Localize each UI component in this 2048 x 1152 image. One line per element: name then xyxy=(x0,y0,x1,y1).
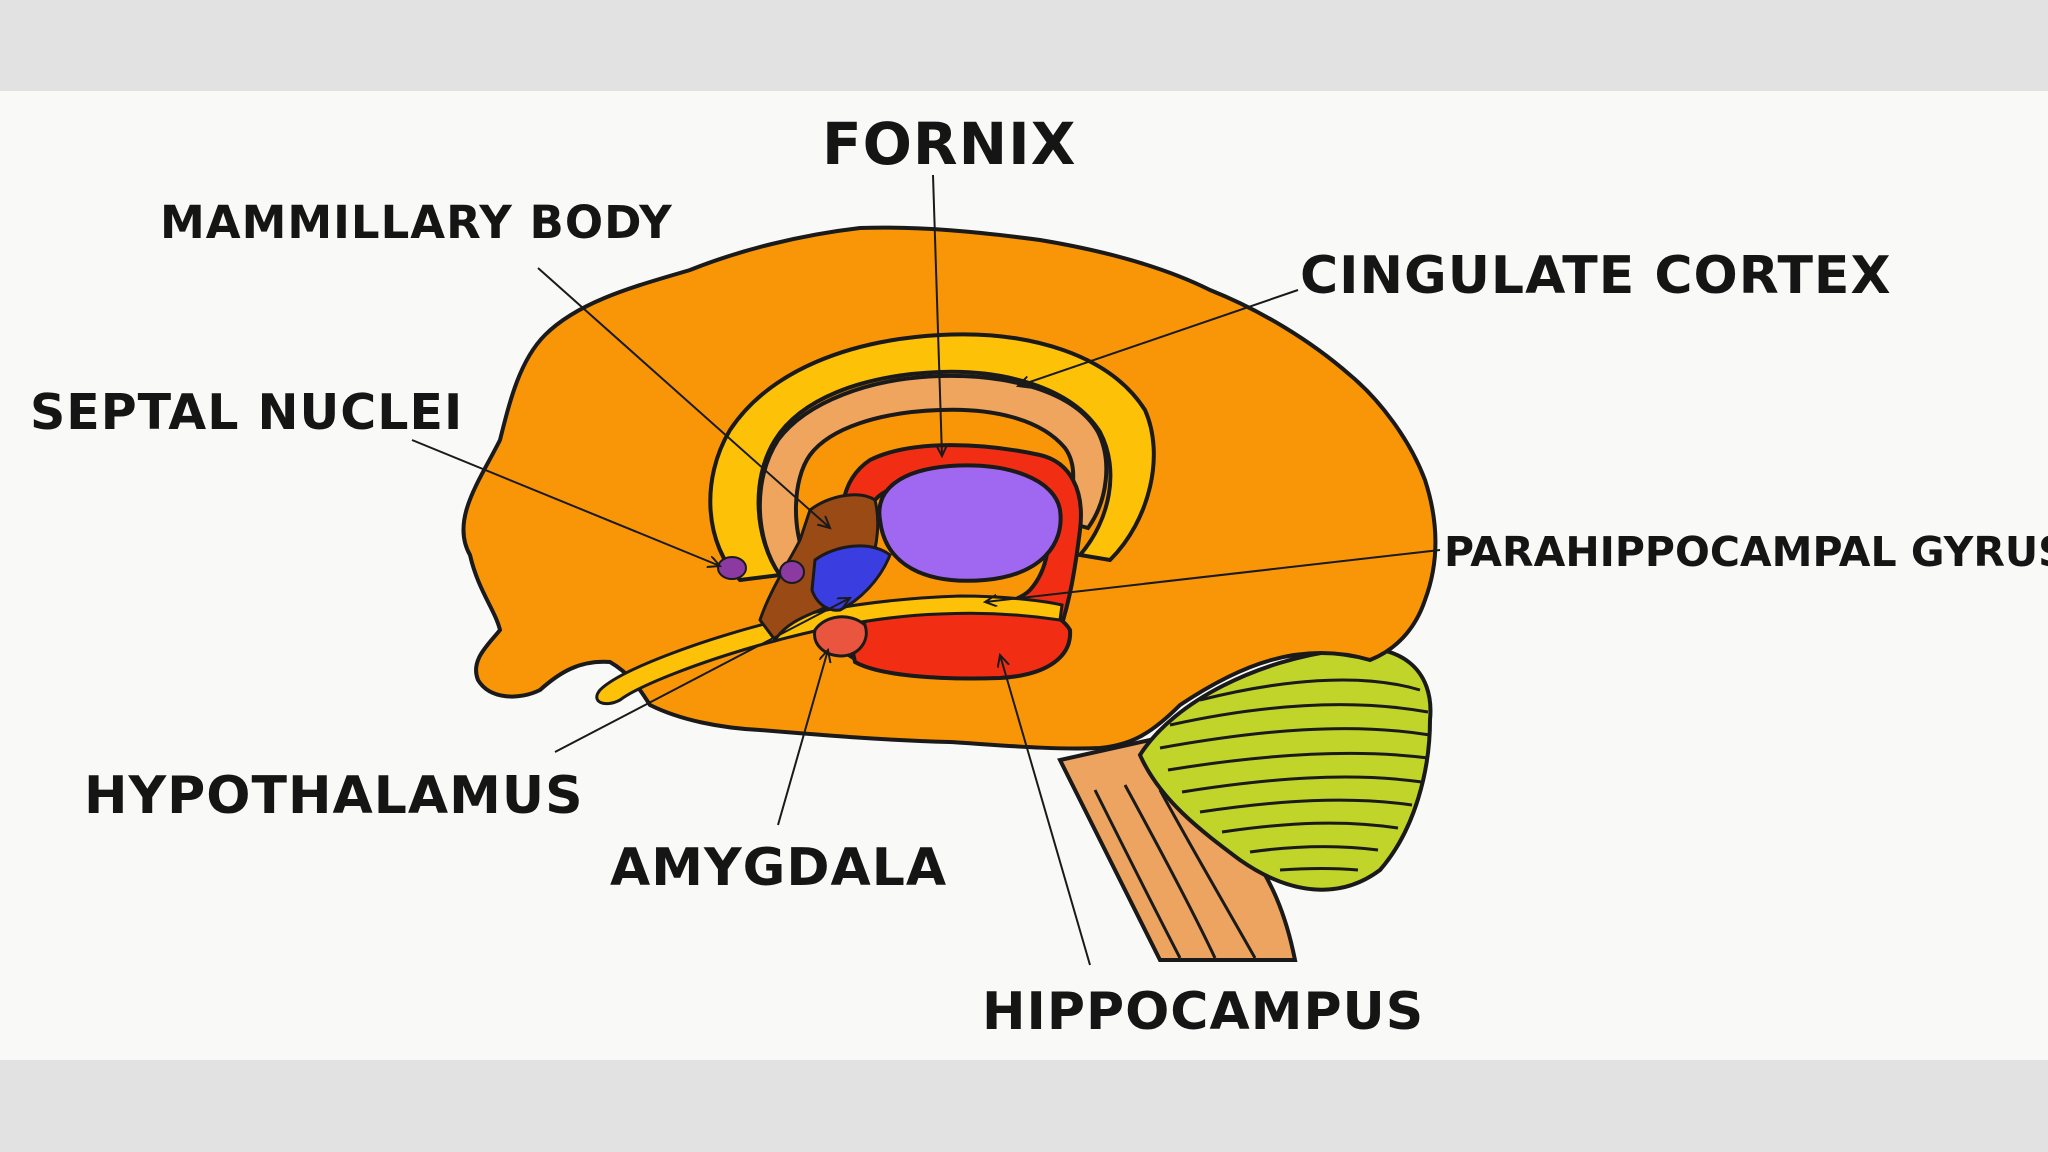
label-parahippocampal-gyrus: PARAHIPPOCAMPAL GYRUS xyxy=(1444,528,2048,576)
septal-nuclei xyxy=(717,556,747,580)
label-fornix: FORNIX xyxy=(822,110,1077,178)
label-mammillary-body: MAMMILLARY BODY xyxy=(160,196,673,249)
cerebellum xyxy=(1137,646,1433,892)
leader-amygdala xyxy=(777,650,828,826)
leader-hypothalamus xyxy=(554,598,850,753)
label-septal-nuclei: SEPTAL NUCLEI xyxy=(30,384,464,441)
label-hypothalamus: HYPOTHALAMUS xyxy=(84,766,584,826)
leader-fornix xyxy=(932,174,942,456)
septal-nuclei-2 xyxy=(779,560,805,584)
hypothalamus xyxy=(810,544,892,612)
leader-mammillary xyxy=(537,267,830,528)
amygdala xyxy=(813,615,868,658)
leader-cingulate xyxy=(1018,289,1299,386)
leader-parahippocampal xyxy=(985,549,1441,602)
label-amygdala: AMYGDALA xyxy=(610,838,948,898)
leader-hippocampus xyxy=(1000,655,1091,966)
label-cingulate-cortex: CINGULATE CORTEX xyxy=(1300,246,1892,306)
cingulate-cortex xyxy=(708,332,1156,583)
corpus-callosum xyxy=(757,373,1109,578)
leader-septal xyxy=(411,439,720,566)
thalamus xyxy=(877,463,1063,583)
label-hippocampus: HIPPOCAMPUS xyxy=(982,982,1425,1042)
